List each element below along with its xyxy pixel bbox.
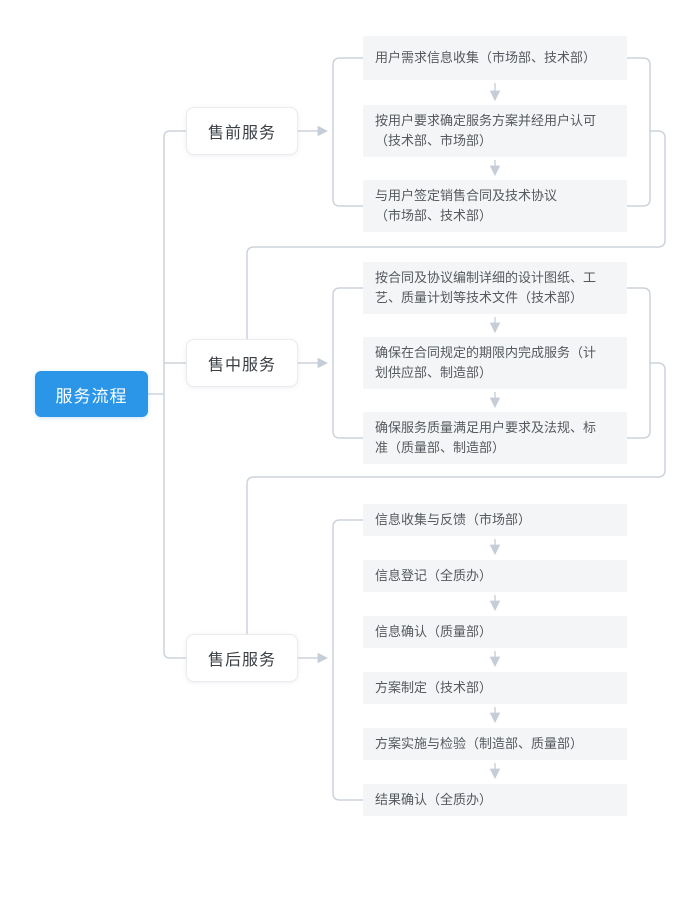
node-step-aftersale-3: 信息确认（质量部） [363, 616, 627, 648]
bracket-left-midsale [332, 287, 363, 439]
node-step-presale-1: 用户需求信息收集（市场部、技术部） [363, 36, 627, 80]
bracket-right-midsale [627, 287, 651, 439]
node-root: 服务流程 [35, 371, 148, 417]
connector-main-tree [163, 130, 186, 659]
bracket-left-presale [332, 57, 363, 207]
node-step-aftersale-4: 方案制定（技术部） [363, 672, 627, 704]
bracket-left-aftersale [332, 519, 363, 801]
node-branch-midsale: 售中服务 [186, 339, 298, 387]
node-step-midsale-1: 按合同及协议编制详细的设计图纸、工 艺、质量计划等技术文件（技术部） [363, 262, 627, 314]
node-step-midsale-3: 确保服务质量满足用户要求及法规、标 准（质量部、制造部） [363, 412, 627, 464]
node-step-aftersale-5: 方案实施与检验（制造部、质量部） [363, 728, 627, 760]
connector-midsale-to-aftersale [246, 362, 666, 634]
node-branch-presale: 售前服务 [186, 107, 298, 155]
node-step-presale-2: 按用户要求确定服务方案并经用户认可 （技术部、市场部） [363, 105, 627, 157]
node-step-presale-3: 与用户签定销售合同及技术协议 （市场部、技术部） [363, 180, 627, 232]
node-step-midsale-2: 确保在合同规定的期限内完成服务（计 划供应部、制造部） [363, 337, 627, 389]
node-step-aftersale-2: 信息登记（全质办） [363, 560, 627, 592]
bracket-right-presale [627, 57, 651, 207]
node-branch-aftersale: 售后服务 [186, 634, 298, 682]
node-step-aftersale-1: 信息收集与反馈（市场部） [363, 504, 627, 536]
node-step-aftersale-6: 结果确认（全质办） [363, 784, 627, 816]
